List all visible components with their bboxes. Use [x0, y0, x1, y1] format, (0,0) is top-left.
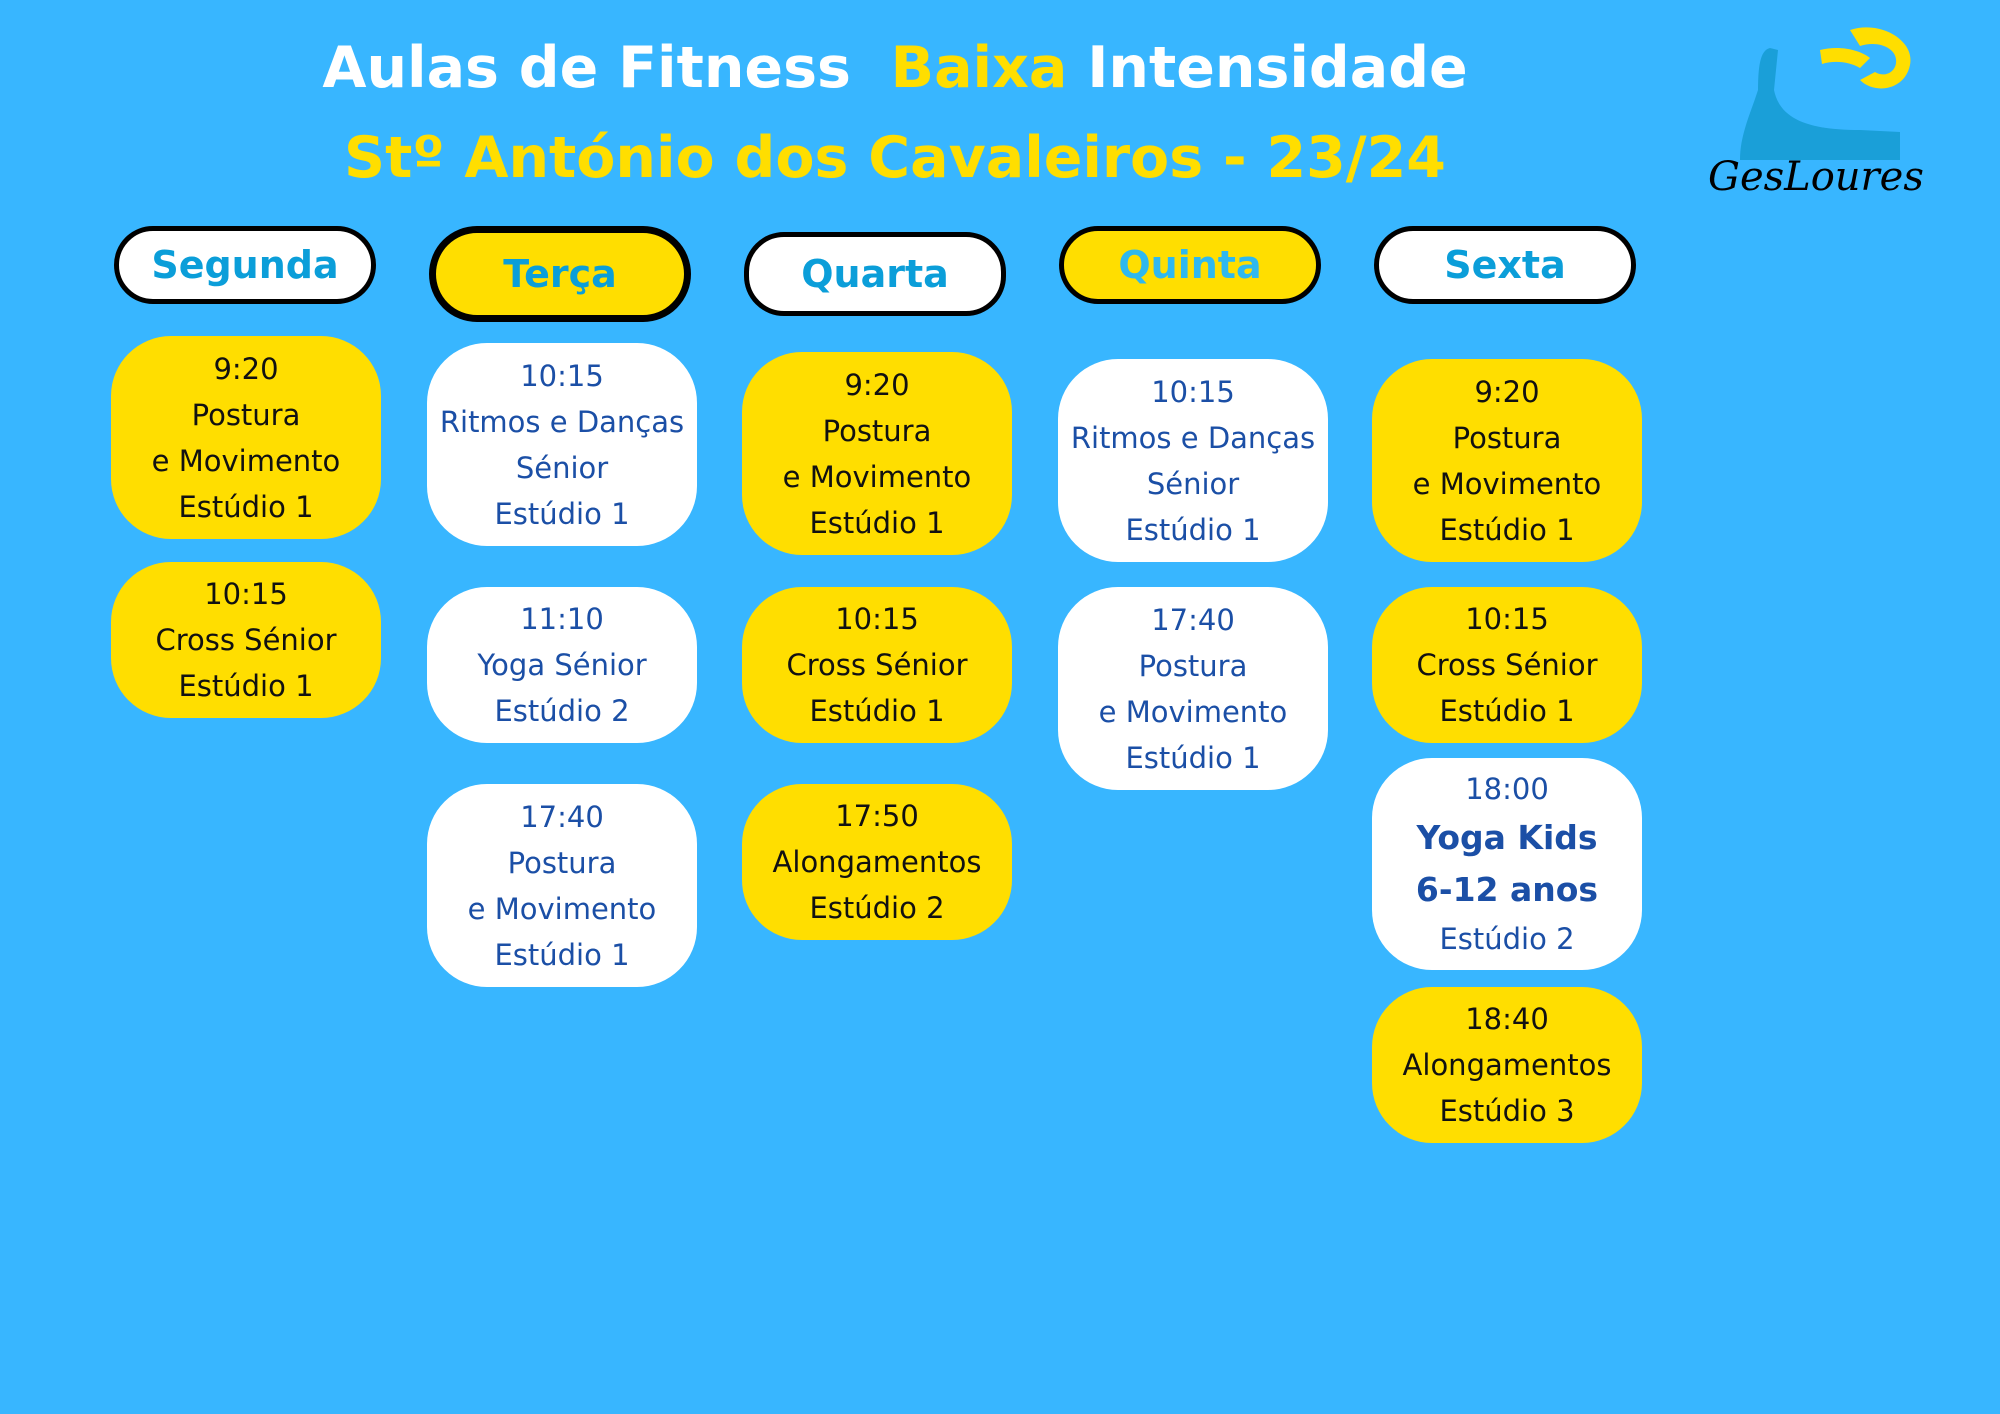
class-room: Estúdio 1	[1125, 740, 1261, 775]
class-card: 10:15 Ritmos e Danças Sénior Estúdio 1	[427, 343, 697, 546]
class-room: Estúdio 2	[1439, 922, 1575, 956]
class-time: 10:15	[1151, 374, 1235, 409]
day-header-quinta: Quinta	[1059, 226, 1321, 304]
class-name: Postura	[822, 413, 932, 448]
title-part-3: Intensidade	[1087, 35, 1468, 101]
class-time: 10:15	[1465, 602, 1549, 636]
class-name: Ritmos e Danças	[1070, 420, 1316, 455]
class-time: 10:15	[204, 577, 288, 611]
class-time: 9:20	[213, 351, 279, 386]
day-header-quarta: Quarta	[744, 232, 1006, 316]
class-name: e Movimento	[1098, 694, 1288, 729]
class-name: e Movimento	[782, 459, 972, 494]
day-header-terca: Terça	[429, 226, 691, 322]
class-age-range: 6-12 anos	[1415, 870, 1599, 909]
title-part-1: Aulas de Fitness	[322, 35, 851, 101]
class-time: 18:00	[1465, 772, 1549, 806]
class-room: Estúdio 1	[494, 937, 630, 972]
day-header-segunda: Segunda	[114, 226, 376, 304]
class-name: Alongamentos	[1402, 1048, 1612, 1082]
class-card: 9:20 Postura e Movimento Estúdio 1	[111, 336, 381, 539]
class-name: Alongamentos	[772, 845, 982, 879]
page-title: Aulas de Fitness Baixa Intensidade	[0, 40, 1790, 97]
class-time: 17:40	[520, 799, 604, 834]
class-room: Estúdio 1	[809, 505, 945, 540]
class-name: Yoga Sénior	[477, 648, 647, 682]
class-name: Sénior	[515, 450, 609, 485]
class-name: e Movimento	[467, 891, 657, 926]
class-room: Estúdio 1	[1439, 694, 1575, 728]
class-room: Estúdio 3	[1439, 1094, 1575, 1128]
class-name: Yoga Kids	[1416, 818, 1598, 857]
class-time: 18:40	[1465, 1002, 1549, 1036]
class-card: 17:40 Postura e Movimento Estúdio 1	[1058, 587, 1328, 790]
class-name: e Movimento	[1412, 466, 1602, 501]
class-card: 18:40 Alongamentos Estúdio 3	[1372, 987, 1642, 1143]
class-time: 10:15	[835, 602, 919, 636]
class-name: Cross Sénior	[1416, 648, 1598, 682]
class-card: 17:40 Postura e Movimento Estúdio 1	[427, 784, 697, 987]
class-name: Sénior	[1146, 466, 1240, 501]
class-name: e Movimento	[151, 443, 341, 478]
class-name: Postura	[1452, 420, 1562, 455]
class-card: 10:15 Ritmos e Danças Sénior Estúdio 1	[1058, 359, 1328, 562]
class-time: 17:50	[835, 799, 919, 833]
page-subtitle: Stº António dos Cavaleiros - 23/24	[344, 125, 1446, 191]
class-card: 10:15 Cross Sénior Estúdio 1	[742, 587, 1012, 743]
class-room: Estúdio 1	[178, 669, 314, 703]
logo-text: GesLoures	[1708, 154, 1924, 200]
class-card: 10:15 Cross Sénior Estúdio 1	[111, 562, 381, 718]
class-name: Postura	[1138, 648, 1248, 683]
gesloures-logo-icon: GesLoures	[1708, 27, 1924, 200]
class-card: 18:00 Yoga Kids 6-12 anos Estúdio 2	[1372, 758, 1642, 970]
class-card: 10:15 Cross Sénior Estúdio 1	[1372, 587, 1642, 743]
class-room: Estúdio 2	[494, 694, 630, 728]
class-name: Ritmos e Danças	[439, 404, 685, 439]
class-card: 17:50 Alongamentos Estúdio 2	[742, 784, 1012, 940]
class-room: Estúdio 1	[494, 496, 630, 531]
class-name: Cross Sénior	[155, 623, 337, 657]
title-highlight: Baixa	[890, 35, 1068, 101]
class-name: Postura	[507, 845, 617, 880]
class-name: Cross Sénior	[786, 648, 968, 682]
class-time: 9:20	[844, 367, 910, 402]
class-room: Estúdio 1	[1439, 512, 1575, 547]
class-card: 11:10 Yoga Sénior Estúdio 2	[427, 587, 697, 743]
class-name: Postura	[191, 397, 301, 432]
class-time: 10:15	[520, 358, 604, 393]
class-card: 9:20 Postura e Movimento Estúdio 1	[742, 352, 1012, 555]
class-time: 9:20	[1474, 374, 1540, 409]
class-time: 17:40	[1151, 602, 1235, 637]
day-header-sexta: Sexta	[1374, 226, 1636, 304]
class-card: 9:20 Postura e Movimento Estúdio 1	[1372, 359, 1642, 562]
class-room: Estúdio 1	[809, 694, 945, 728]
class-room: Estúdio 1	[1125, 512, 1261, 547]
class-time: 11:10	[520, 602, 604, 636]
class-room: Estúdio 1	[178, 489, 314, 524]
class-room: Estúdio 2	[809, 891, 945, 925]
